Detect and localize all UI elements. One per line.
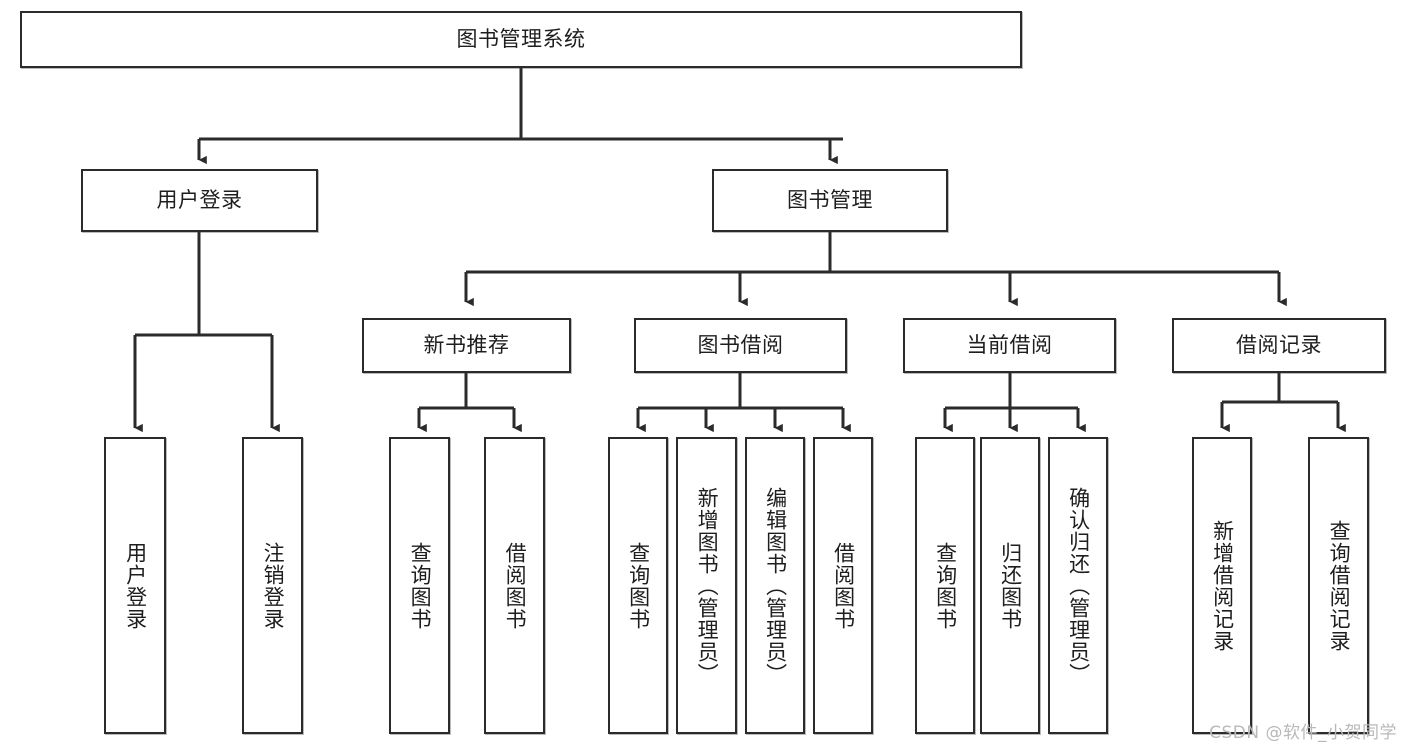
node-label: 借阅图书 <box>831 541 856 630</box>
node-label: 新增图书（管理员） <box>695 486 720 685</box>
node-label: 归还图书 <box>998 541 1023 630</box>
node-label: 注销登录 <box>261 541 286 630</box>
node-label: 查询图书 <box>933 541 958 630</box>
leaf-user-login-login[interactable]: 用户登录 <box>104 437 166 734</box>
node-user-login[interactable]: 用户登录 <box>81 169 318 232</box>
node-label: 查询借阅记录 <box>1327 519 1352 652</box>
node-label: 用户登录 <box>123 541 148 630</box>
node-label: 新书推荐 <box>423 333 510 358</box>
node-label: 新增借阅记录 <box>1210 519 1235 652</box>
leaf-recommend-borrow-book[interactable]: 借阅图书 <box>484 437 545 734</box>
node-root-system[interactable]: 图书管理系统 <box>20 11 1022 68</box>
node-borrow-record[interactable]: 借阅记录 <box>1172 318 1386 373</box>
node-label: 借阅记录 <box>1236 333 1322 358</box>
leaf-record-add-record[interactable]: 新增借阅记录 <box>1192 437 1252 734</box>
node-label: 借阅图书 <box>503 541 528 630</box>
leaf-current-confirm-return-admin[interactable]: 确认归还（管理员） <box>1048 437 1108 734</box>
node-label: 图书管理 <box>787 188 873 213</box>
leaf-record-query-record[interactable]: 查询借阅记录 <box>1308 437 1369 734</box>
node-label: 图书管理系统 <box>456 27 586 52</box>
leaf-borrow-query-book[interactable]: 查询图书 <box>608 437 668 734</box>
node-book-borrow[interactable]: 图书借阅 <box>634 318 847 373</box>
node-new-book-recommend[interactable]: 新书推荐 <box>362 318 571 373</box>
leaf-user-login-logout[interactable]: 注销登录 <box>242 437 303 734</box>
csdn-watermark: CSDN @软件_小贺同学 <box>1209 723 1397 743</box>
node-book-management[interactable]: 图书管理 <box>712 169 948 232</box>
node-label: 查询图书 <box>408 541 433 630</box>
leaf-current-return-book[interactable]: 归还图书 <box>980 437 1040 734</box>
node-current-borrow[interactable]: 当前借阅 <box>903 318 1116 373</box>
node-label: 编辑图书（管理员） <box>763 486 788 685</box>
node-label: 图书借阅 <box>697 333 784 358</box>
leaf-current-query-book[interactable]: 查询图书 <box>915 437 975 734</box>
leaf-recommend-query-book[interactable]: 查询图书 <box>389 437 450 734</box>
leaf-borrow-edit-book-admin[interactable]: 编辑图书（管理员） <box>745 437 805 734</box>
node-label: 确认归还（管理员） <box>1066 486 1091 685</box>
node-label: 当前借阅 <box>966 333 1053 358</box>
leaf-borrow-borrow-book[interactable]: 借阅图书 <box>813 437 873 734</box>
node-label: 用户登录 <box>156 188 243 213</box>
node-label: 查询图书 <box>626 541 651 630</box>
leaf-borrow-add-book-admin[interactable]: 新增图书（管理员） <box>676 437 737 734</box>
